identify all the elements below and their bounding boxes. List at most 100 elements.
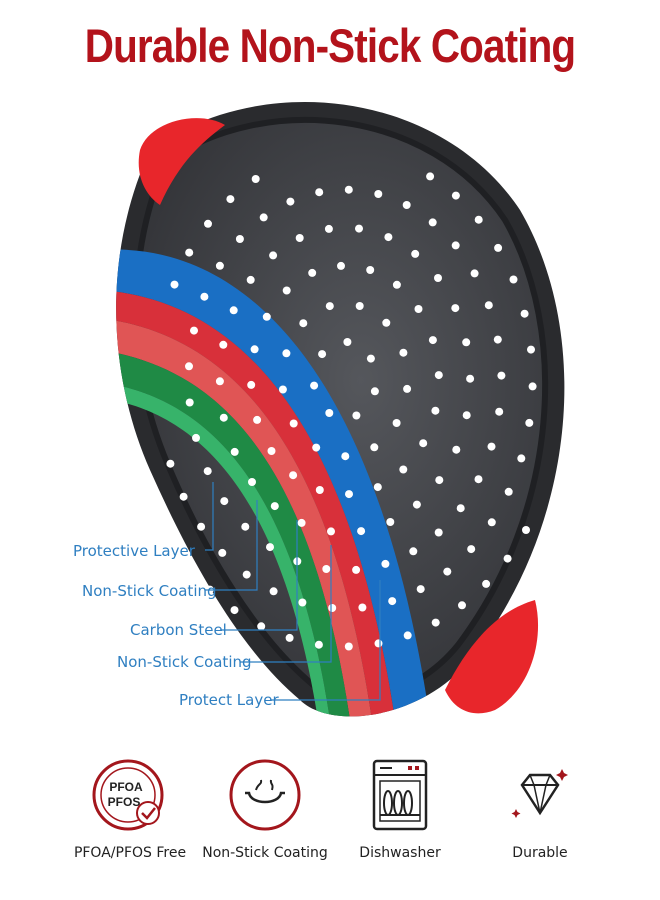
diamond-icon bbox=[511, 769, 568, 818]
perforation-hole bbox=[373, 483, 382, 492]
perforation-hole bbox=[497, 371, 506, 380]
perforation-hole bbox=[370, 443, 379, 452]
perforation-hole bbox=[218, 548, 227, 557]
nonstick-pan-icon bbox=[229, 759, 301, 831]
perforation-hole bbox=[242, 570, 251, 579]
pizza-pan-illustration bbox=[116, 102, 565, 717]
perforation-hole bbox=[392, 419, 401, 427]
perforation-hole bbox=[434, 371, 443, 380]
perforation-hole bbox=[452, 445, 461, 454]
perforation-hole bbox=[308, 268, 317, 277]
perforation-hole bbox=[343, 338, 352, 346]
perforation-hole bbox=[337, 261, 345, 270]
perforation-hole bbox=[435, 476, 444, 485]
perforation-hole bbox=[226, 195, 235, 204]
perforation-hole bbox=[286, 197, 295, 206]
perforation-hole bbox=[474, 215, 483, 224]
pfoa-pfos-badge-icon: PFOA PFOS bbox=[92, 759, 164, 831]
perforation-hole bbox=[381, 559, 390, 568]
perforation-hole bbox=[270, 502, 279, 511]
perforation-hole bbox=[352, 565, 361, 574]
feature-pfoa-free: PFOA PFOS PFOA/PFOS Free bbox=[55, 755, 205, 861]
badge-text-pfos: PFOS bbox=[108, 795, 141, 809]
handle-bottom bbox=[445, 600, 539, 714]
perforation-hole bbox=[259, 213, 268, 222]
perforation-hole bbox=[428, 218, 437, 227]
perforation-hole bbox=[355, 224, 363, 233]
perforation-hole bbox=[241, 522, 250, 531]
perforation-hole bbox=[409, 547, 418, 556]
perforation-hole bbox=[315, 188, 324, 197]
perforation-hole bbox=[443, 567, 452, 576]
perforation-hole bbox=[253, 415, 262, 424]
perforation-hole bbox=[200, 292, 209, 301]
perforation-hole bbox=[428, 336, 437, 345]
perforation-hole bbox=[295, 234, 304, 242]
perforation-hole bbox=[414, 305, 423, 313]
perforation-hole bbox=[357, 527, 366, 536]
perforation-hole bbox=[203, 467, 212, 476]
feature-label-durable: Durable bbox=[512, 845, 568, 861]
pan-body bbox=[116, 102, 565, 717]
perforation-hole bbox=[487, 518, 496, 527]
perforation-hole bbox=[344, 185, 353, 194]
perforation-hole bbox=[230, 447, 239, 456]
perforation-hole bbox=[386, 518, 395, 526]
perforation-hole bbox=[467, 545, 476, 554]
perforation-hole bbox=[314, 640, 323, 649]
feature-label-dishwasher: Dishwasher bbox=[359, 845, 441, 861]
perforation-hole bbox=[431, 406, 440, 415]
perforation-hole bbox=[215, 377, 224, 386]
feature-label-pfoa: PFOA/PFOS Free bbox=[73, 845, 187, 861]
perforation-hole bbox=[230, 606, 239, 615]
layer-label-nonstick-top: Non-Stick Coating bbox=[82, 582, 217, 600]
perforation-hole bbox=[522, 526, 530, 534]
perforation-hole bbox=[322, 565, 331, 573]
perforation-hole bbox=[509, 275, 518, 284]
perforation-hole bbox=[411, 249, 420, 258]
perforation-hole bbox=[402, 201, 411, 209]
perforation-hole bbox=[246, 275, 255, 284]
layer-protective bbox=[116, 249, 430, 717]
perforation-hole bbox=[503, 554, 512, 563]
badge-text-pfoa: PFOA bbox=[109, 780, 143, 794]
perforation-hole bbox=[328, 604, 337, 612]
perforation-hole bbox=[525, 418, 534, 427]
perforation-hole bbox=[229, 306, 238, 315]
perforation-hole bbox=[269, 251, 278, 260]
perforation-hole bbox=[431, 618, 440, 627]
perforation-hole bbox=[458, 601, 466, 610]
perforation-hole bbox=[269, 587, 278, 596]
layer-protect bbox=[116, 382, 330, 717]
dishwasher-icon bbox=[372, 759, 428, 831]
perforation-hole bbox=[517, 454, 526, 463]
perforation-hole bbox=[325, 302, 334, 311]
perforation-hole bbox=[403, 631, 412, 640]
perforation-hole bbox=[298, 598, 307, 607]
perforation-hole bbox=[215, 261, 224, 270]
perforation-hole bbox=[366, 354, 375, 363]
perforation-hole bbox=[250, 345, 259, 354]
perforation-hole bbox=[185, 362, 193, 371]
layer-nonstick-top bbox=[116, 290, 395, 717]
perforation-hole bbox=[310, 381, 319, 390]
perforation-hole bbox=[204, 219, 212, 228]
perforation-hole bbox=[324, 224, 333, 233]
perforation-hole bbox=[267, 447, 276, 455]
perforation-hole bbox=[374, 639, 383, 648]
perforation-hole bbox=[527, 345, 535, 354]
perforation-hole bbox=[285, 633, 294, 642]
perforation-hole bbox=[392, 280, 401, 289]
perforation-hole bbox=[282, 349, 291, 358]
perforation-hole bbox=[278, 385, 287, 394]
feature-label-nonstick: Non-Stick Coating bbox=[202, 845, 328, 861]
perforation-hole bbox=[352, 411, 361, 420]
perforation-hole bbox=[416, 585, 425, 594]
perforation-hole bbox=[412, 500, 421, 509]
perforation-hole bbox=[451, 304, 460, 313]
perforation-hole bbox=[482, 579, 491, 588]
perforation-hole bbox=[341, 452, 350, 461]
perforation-hole bbox=[185, 248, 194, 257]
handle-top bbox=[138, 118, 225, 205]
perforation-hole bbox=[197, 522, 206, 531]
